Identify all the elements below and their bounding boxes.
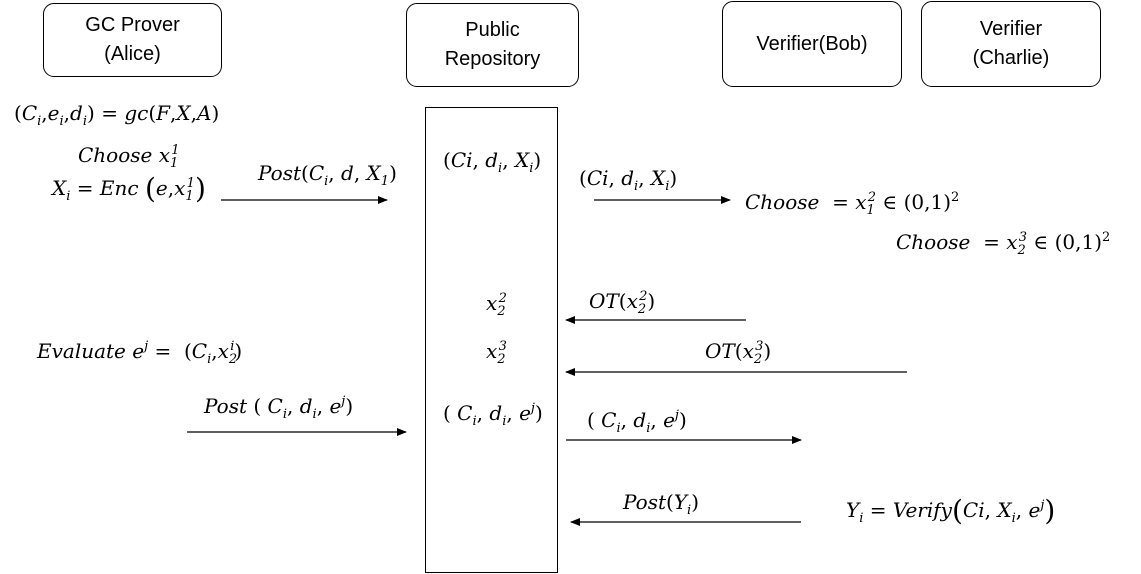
repo-ot-value-bob: x22 bbox=[486, 291, 507, 319]
alice-evaluate: Evaluate ej = (Ci,x2i) bbox=[37, 339, 243, 367]
charlie-subtitle: (Charlie) bbox=[972, 47, 1050, 69]
alice-subtitle: (Alice) bbox=[104, 43, 161, 65]
bob-title: Verifier(Bob) bbox=[756, 32, 868, 55]
msg-ot-from-charlie: OT(x23) bbox=[705, 339, 772, 367]
participant-charlie: Verifier (Charlie) bbox=[921, 1, 1101, 87]
msg-post-evaluation: Post ( Ci, di, ej) bbox=[204, 394, 354, 422]
repo-stored-circuit: (Ci, di, Xi) bbox=[443, 148, 542, 176]
participant-alice: GC Prover (Alice) bbox=[43, 3, 222, 77]
repo-subtitle: Repository bbox=[444, 48, 541, 70]
bob-choose-input: Choose = x12 ∈ (0,1)2 bbox=[745, 190, 960, 218]
garble-equation: (Ci,ei,di) = gc(F,X,A) bbox=[14, 101, 220, 129]
msg-post-garbled-circuit: Post(Ci, d, X1) bbox=[258, 161, 397, 189]
repository-lifeline bbox=[425, 107, 558, 573]
repo-stored-evaluation: ( Ci, di, ej) bbox=[443, 401, 543, 429]
repo-ot-value-charlie: x23 bbox=[486, 339, 507, 367]
participant-bob: Verifier(Bob) bbox=[722, 1, 902, 87]
msg-ot-from-bob: OT(x22) bbox=[589, 289, 656, 317]
alice-title: GC Prover bbox=[85, 14, 180, 36]
msg-evaluation-to-bob: ( Ci, di, ej) bbox=[587, 408, 687, 436]
alice-choose-input: Choose x11 bbox=[78, 143, 180, 171]
msg-circuit-to-bob: (Ci, di, Xi) bbox=[579, 166, 678, 194]
alice-encode-input: Xi = Enc (e,x11) bbox=[52, 172, 206, 205]
charlie-choose-input: Choose = x23 ∈ (0,1)2 bbox=[896, 230, 1111, 258]
bob-verify-equation: Yi = Verify(Ci, Xi, ej) bbox=[846, 494, 1056, 527]
charlie-title: Verifier bbox=[979, 18, 1043, 40]
participant-public-repository: Public Repository bbox=[406, 3, 579, 87]
msg-post-verification: Post(Yi) bbox=[623, 490, 699, 518]
repo-title: Public bbox=[465, 19, 520, 41]
